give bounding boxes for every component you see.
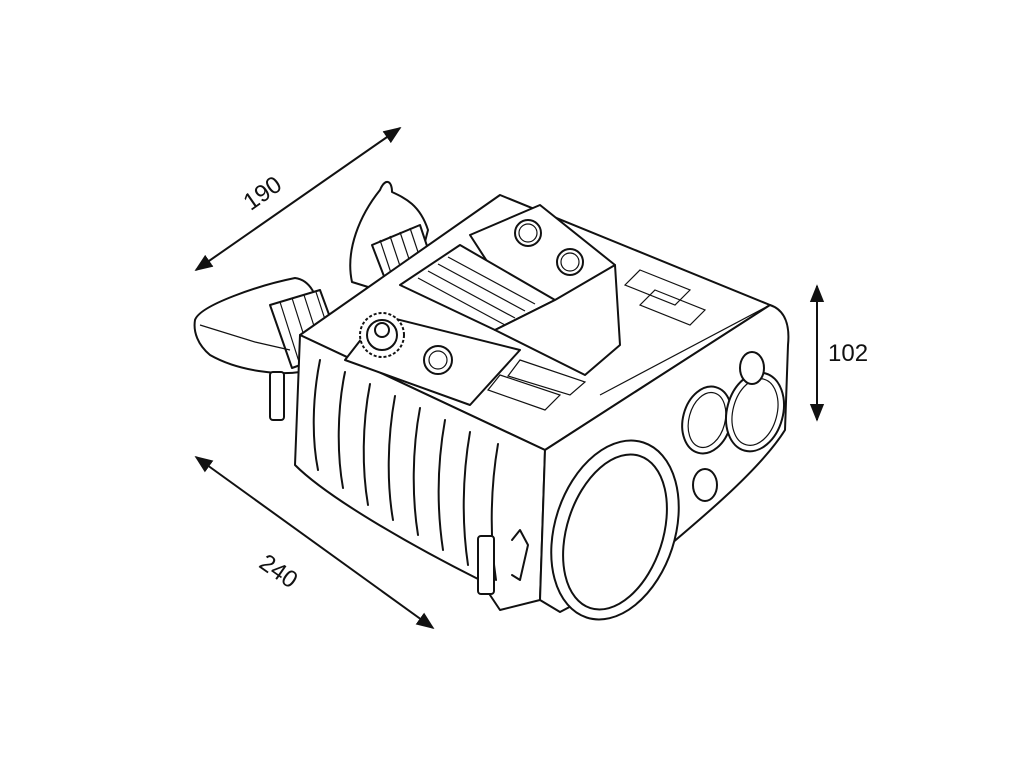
- dimension-arrow-190: [194, 126, 402, 272]
- dimension-label-102: 102: [828, 340, 869, 367]
- dimension-arrow-240: [194, 455, 435, 630]
- binocular-body: [193, 181, 790, 621]
